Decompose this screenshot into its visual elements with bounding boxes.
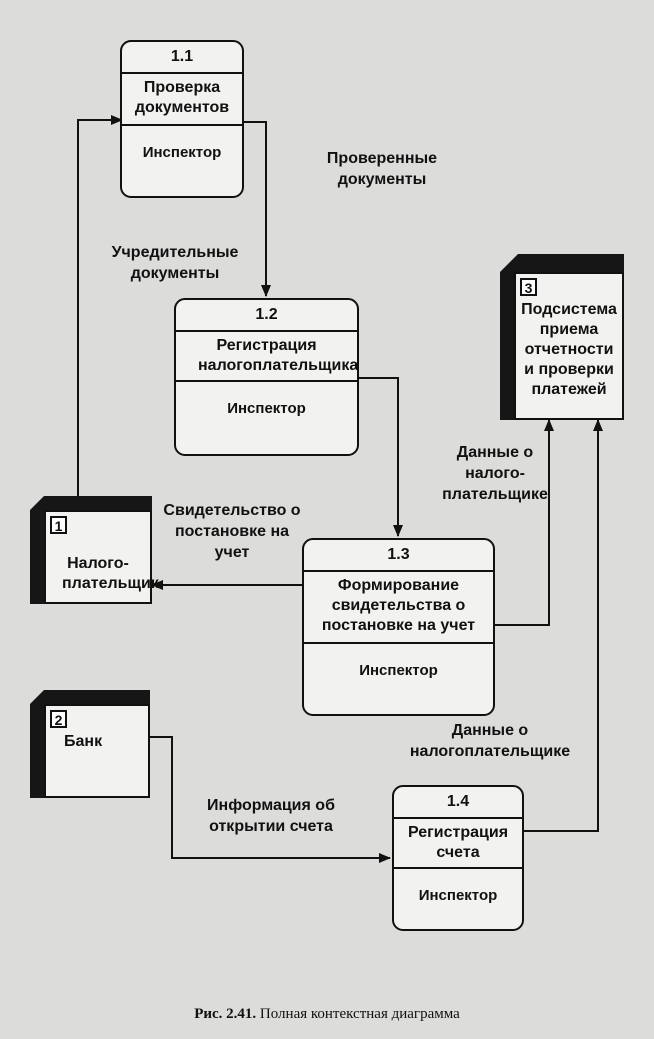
- figure-number: Рис. 2.41.: [194, 1006, 257, 1022]
- external-id: 3: [520, 278, 537, 296]
- process-1-1: 1.1 Проверка документов Инспектор: [120, 40, 244, 198]
- external-subsystem: 3 Подсистема приема отчетности и проверк…: [500, 254, 624, 420]
- external-face: 1 Налого-плательщик: [44, 510, 159, 604]
- process-actor: Инспектор: [142, 144, 222, 161]
- external-name: Налого-плательщик: [62, 555, 159, 592]
- figure-title: Полная контекстная диаграмма: [259, 1006, 460, 1022]
- process-actor: Инспектор: [359, 662, 438, 679]
- figure-caption: Рис. 2.41. Полная контекстная диаграмма: [0, 1006, 654, 1023]
- flow-label-founding-docs: Учредительные документы: [111, 244, 239, 282]
- external-name: Подсистема приема отчетности и проверки …: [521, 301, 617, 398]
- process-1-2: 1.2 Регистрация налогоплательщика Инспек…: [174, 298, 359, 456]
- external-id: 1: [50, 516, 67, 534]
- process-1-3: 1.3 Формирование свидетельства о постано…: [302, 538, 495, 716]
- process-id: 1.4: [394, 787, 522, 819]
- flow-arrow-registration: [357, 377, 403, 537]
- process-name: Регистрация налогоплательщика: [176, 332, 358, 382]
- process-id: 1.1: [122, 42, 242, 74]
- flow-label-certificate: Свидетельство о постановке на учет: [163, 502, 301, 561]
- external-bank: 2 Банк: [30, 690, 150, 798]
- flow-arrow-taxpayer-data-2: [522, 419, 603, 832]
- process-id: 1.2: [176, 300, 357, 332]
- process-actor: Инспектор: [418, 887, 498, 904]
- process-1-4: 1.4 Регистрация счета Инспектор: [392, 785, 524, 931]
- flow-arrow-founding-docs: [77, 115, 123, 498]
- flow-label-account-info: Информация об открытии счета: [207, 797, 335, 835]
- external-name: Банк: [64, 733, 103, 750]
- flow-label-taxpayer-data-2: Данные о налогоплательщике: [409, 722, 571, 760]
- flow-arrow-account-info: [150, 736, 391, 863]
- process-id: 1.3: [304, 540, 493, 572]
- process-actor: Инспектор: [227, 400, 306, 417]
- flow-arrow-taxpayer-data-1: [493, 419, 554, 626]
- process-name: Формирование свидетельства о постановке …: [304, 572, 493, 644]
- process-name: Регистрация счета: [394, 819, 522, 869]
- external-id: 2: [50, 710, 67, 728]
- flow-label-taxpayer-data-1: Данные о налого-плательщике: [442, 444, 548, 503]
- process-name: Проверка документов: [122, 74, 242, 126]
- external-face: 3 Подсистема приема отчетности и проверк…: [514, 272, 624, 420]
- external-face: 2 Банк: [44, 704, 150, 798]
- external-taxpayer: 1 Налого-плательщик: [30, 496, 159, 604]
- flow-label-checked-docs: Проверенные документы: [326, 150, 438, 188]
- flow-arrow-checked-docs: [243, 121, 271, 297]
